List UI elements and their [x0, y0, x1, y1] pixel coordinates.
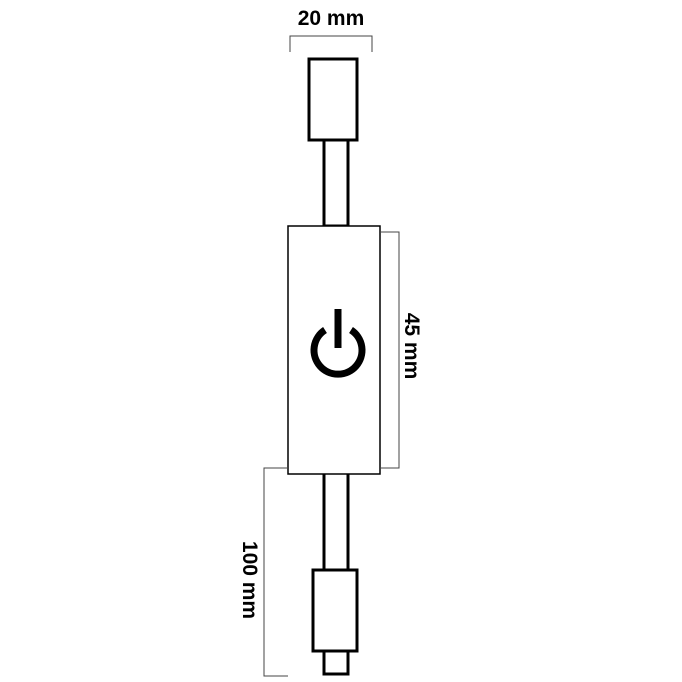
switch-housing: [287, 225, 381, 475]
height-dimension-bracket: [380, 231, 400, 469]
top-connector: [307, 57, 359, 142]
top-cable: [322, 138, 350, 228]
bottom-connector: [311, 568, 359, 653]
cable-dimension-label: 100 mm: [238, 541, 261, 619]
bottom-cable: [322, 470, 350, 574]
width-dimension-bracket: [289, 35, 373, 52]
height-dimension-label: 45 mm: [400, 313, 423, 380]
cable-dimension-bracket: [263, 467, 288, 677]
width-dimension-label: 20 mm: [298, 7, 365, 30]
bottom-plug-tip: [322, 649, 350, 676]
power-icon: [310, 309, 366, 378]
